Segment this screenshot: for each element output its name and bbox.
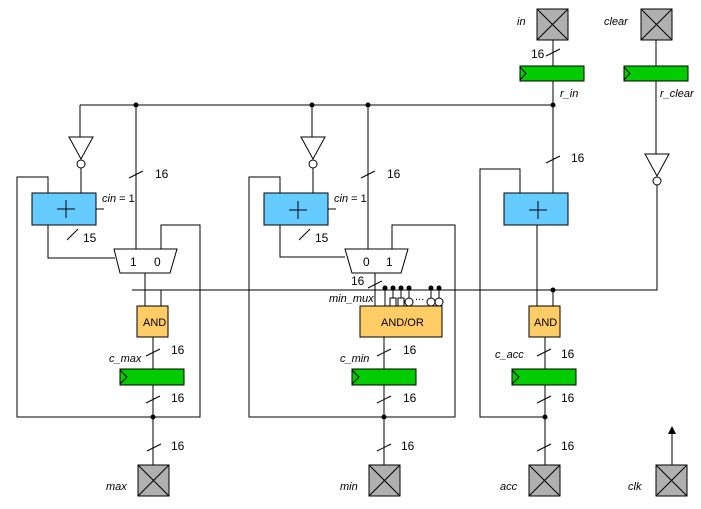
label-c-max: c_max xyxy=(109,353,142,365)
register-c-max xyxy=(119,368,185,386)
junction-dot xyxy=(550,102,556,108)
and-gate-max xyxy=(136,305,169,338)
mux-min-input-1: 1 xyxy=(386,255,393,269)
junction-dot xyxy=(542,414,548,420)
width-label: 16 xyxy=(171,439,185,453)
width-label: 16 xyxy=(561,439,575,453)
label-clk: clk xyxy=(628,481,642,493)
register-c-acc xyxy=(511,368,577,386)
bus-slash xyxy=(367,280,383,289)
mux-min xyxy=(344,248,409,274)
register-r-in xyxy=(519,65,585,82)
junction-dot xyxy=(150,414,156,420)
width-label: 15 xyxy=(83,231,97,245)
register-c-min xyxy=(351,368,417,386)
clear-n-bus xyxy=(132,185,658,291)
junction-dot xyxy=(550,287,556,293)
input-port-in[interactable] xyxy=(536,8,569,41)
mux-min-input-0: 0 xyxy=(363,255,370,269)
adder-acc xyxy=(503,192,569,226)
bus-slash xyxy=(536,443,552,452)
mux-max-input-1: 1 xyxy=(130,255,137,269)
label-min: min xyxy=(340,481,358,493)
inverter-max xyxy=(68,136,94,169)
wire-adder-to-mux xyxy=(47,225,115,259)
input-port-clk[interactable] xyxy=(655,464,688,497)
width-label: 16 xyxy=(387,167,401,181)
bus-slash xyxy=(376,395,392,404)
clk-arrow-icon xyxy=(668,426,676,434)
input-port-clear[interactable] xyxy=(640,8,673,41)
label-clear: clear xyxy=(604,16,629,28)
and-gate-max-label: AND xyxy=(143,317,166,329)
min-feedback-loop xyxy=(248,176,456,418)
width-label: 16 xyxy=(401,439,415,453)
label-cin-max: cin = 1 xyxy=(102,193,135,205)
label-in: in xyxy=(517,16,526,28)
bus-slash xyxy=(298,228,311,241)
width-label: 16 xyxy=(171,391,185,405)
min-mux-bit-taps xyxy=(382,285,444,307)
label-r-clear: r_clear xyxy=(660,88,695,100)
junction-dot xyxy=(365,102,371,108)
label-c-min: c_min xyxy=(340,353,369,365)
bus-slash xyxy=(376,348,392,357)
width-label: 15 xyxy=(315,231,329,245)
width-label: 16 xyxy=(561,391,575,405)
adder-min xyxy=(263,192,329,226)
bus-slash xyxy=(360,170,376,179)
label-r-in: r_in xyxy=(560,88,578,100)
bus-slash xyxy=(128,170,144,179)
label-min-mux: min_mux xyxy=(329,293,374,305)
bus-slash xyxy=(66,228,79,241)
width-label: 16 xyxy=(561,347,575,361)
width-label: 16 xyxy=(571,151,585,165)
width-label: 16 xyxy=(155,167,169,181)
inverter-min xyxy=(300,136,326,169)
mux-max-input-0: 0 xyxy=(154,255,161,269)
junction-dot xyxy=(381,414,387,420)
width-label: 16 xyxy=(351,274,365,288)
bus-slash xyxy=(145,395,161,404)
wire-adder-to-mux xyxy=(279,225,345,258)
bus-slash xyxy=(376,443,392,452)
bus-slash xyxy=(545,155,561,164)
label-acc: acc xyxy=(500,481,518,493)
inverter-clear xyxy=(644,153,670,186)
width-label: 16 xyxy=(403,343,417,357)
andor-gate-min xyxy=(359,305,443,338)
junction-dot xyxy=(133,102,139,108)
and-gate-acc-label: AND xyxy=(534,317,557,329)
mux-max xyxy=(113,248,178,274)
width-label: 16 xyxy=(403,391,417,405)
output-port-acc[interactable] xyxy=(528,464,561,497)
output-port-max[interactable] xyxy=(137,464,170,497)
andor-gate-min-label: AND/OR xyxy=(381,317,424,329)
label-cin-min: cin = 1 xyxy=(334,193,367,205)
bus-slash xyxy=(545,48,561,57)
junction-dot xyxy=(309,102,315,108)
bit-taps-ellipsis: ... xyxy=(415,291,424,303)
adder-max xyxy=(31,192,97,226)
bus-slash xyxy=(146,443,162,452)
max-feedback-loop xyxy=(16,176,201,418)
output-port-min[interactable] xyxy=(368,464,401,497)
label-c-acc: c_acc xyxy=(495,349,524,361)
label-max: max xyxy=(106,481,127,493)
width-label: 16 xyxy=(171,343,185,357)
register-r-clear xyxy=(623,65,689,82)
bus-slash xyxy=(536,395,552,404)
width-label-in: 16 xyxy=(531,47,545,61)
bus-slash xyxy=(536,348,552,357)
bus-slash xyxy=(145,348,161,357)
acc-feedback-loop xyxy=(479,168,545,418)
